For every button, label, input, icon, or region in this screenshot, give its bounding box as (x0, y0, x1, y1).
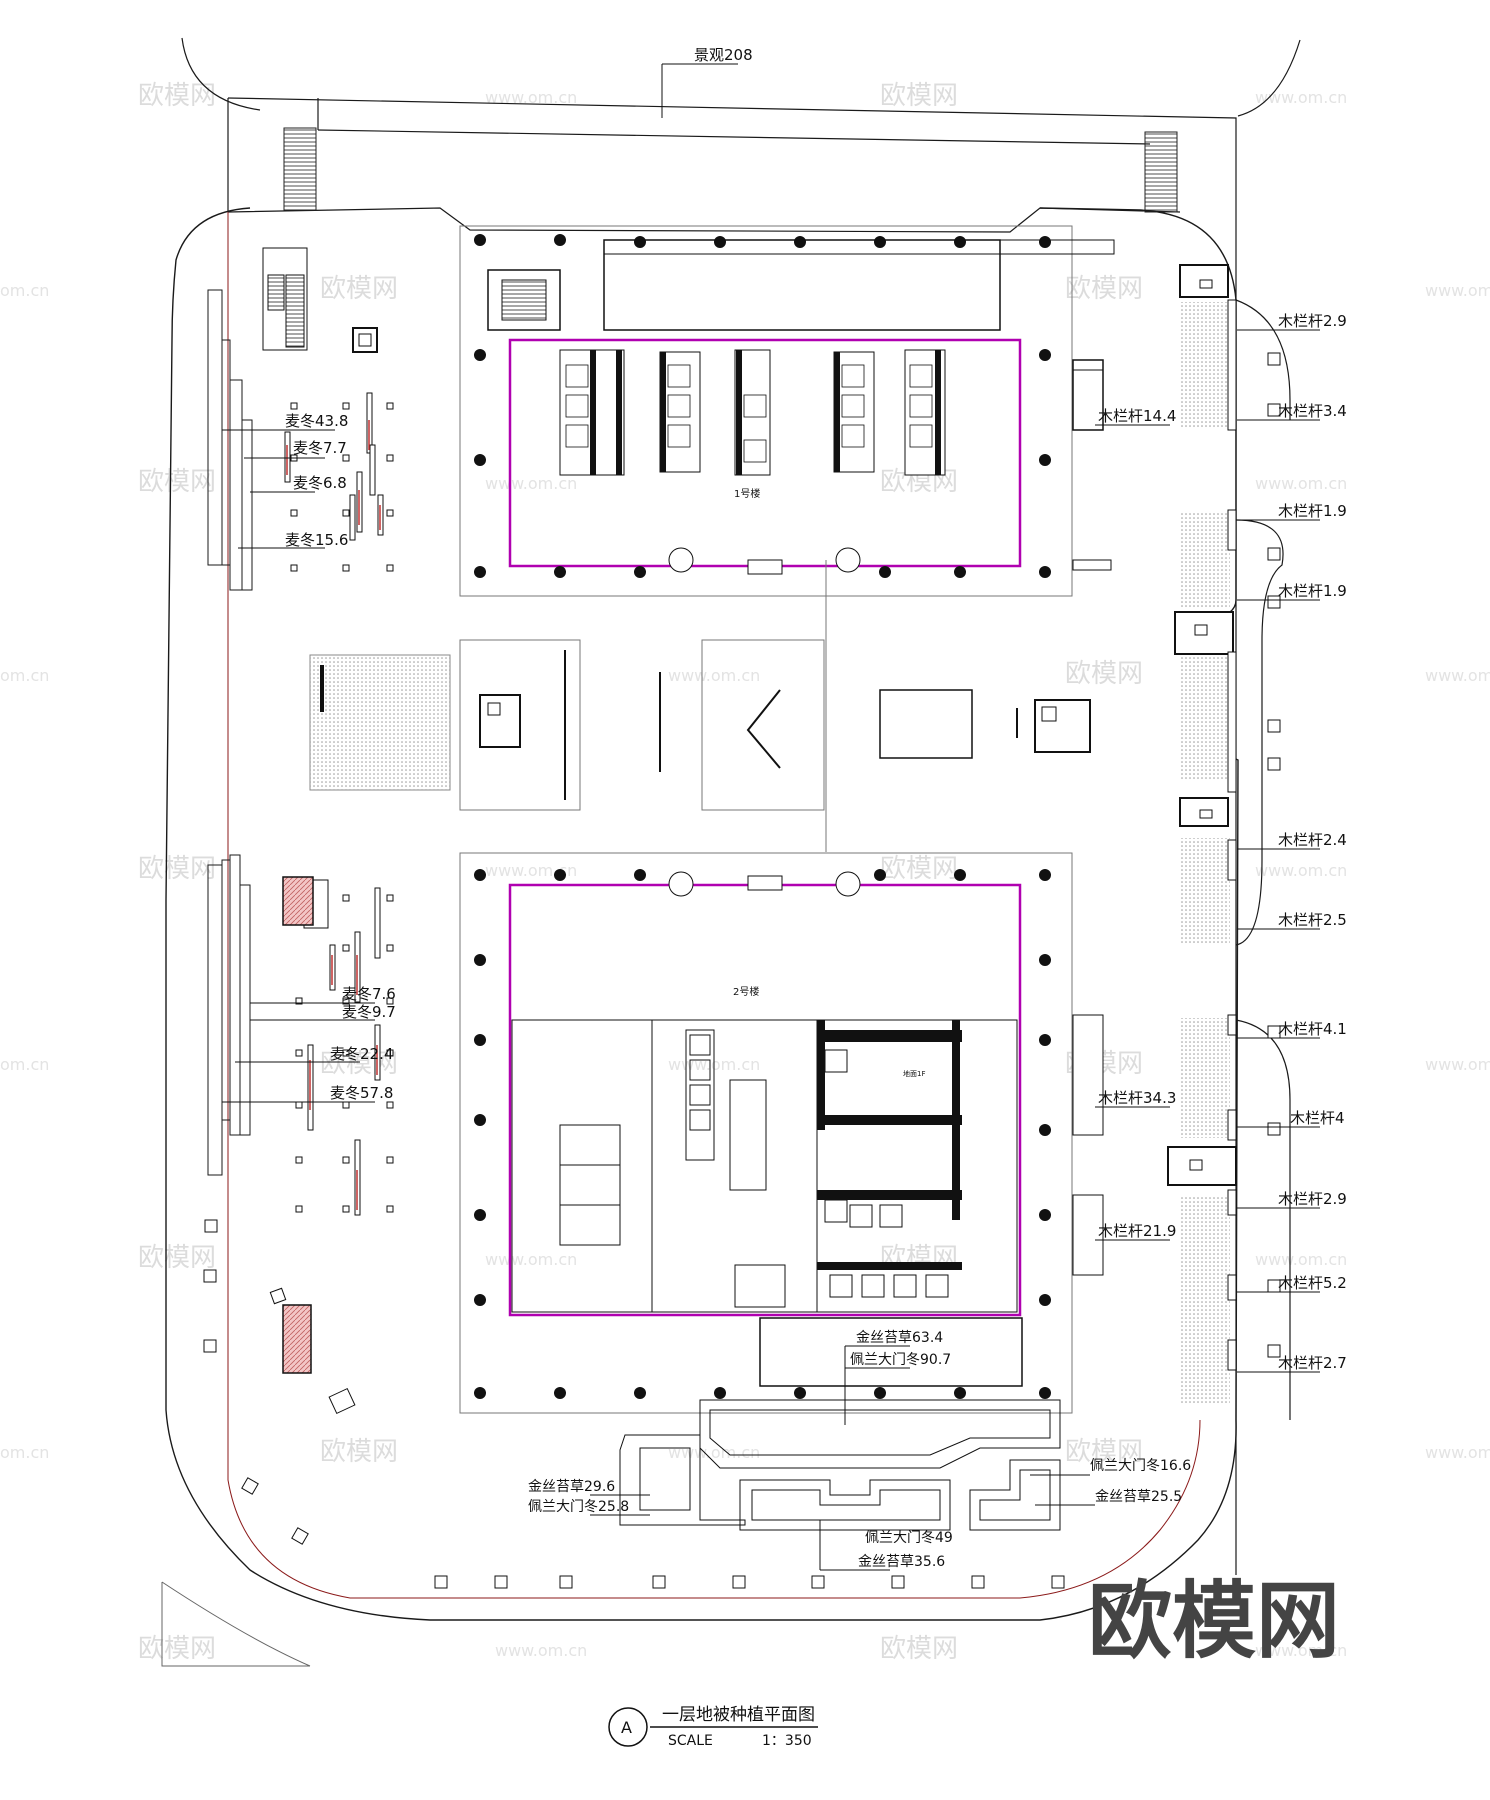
title-marker: A (621, 1718, 632, 1737)
watermark-brand: 欧模网 (1065, 274, 1143, 304)
watermark-url: www.om.cn (1255, 861, 1347, 880)
drawing-title-block: A 一层地被种植平面图 SCALE 1：350 (608, 1705, 818, 1749)
annotation-label: 木栏杆1.9 (1278, 582, 1347, 600)
west-planters (207, 289, 253, 1176)
groundcover-dotted-beds (309, 302, 1230, 1403)
annotation-label: 金丝苔草35.6 (858, 1553, 945, 1570)
scale-word: SCALE (668, 1733, 713, 1749)
annotation-label: 木栏杆2.4 (1278, 831, 1347, 849)
watermark-brand: 欧模网 (880, 854, 958, 884)
watermark-brand: 欧模网 (138, 1634, 216, 1664)
west-top-labels: 麦冬43.8 麦冬7.7 麦冬6.8 麦冬15.6 (285, 412, 348, 549)
watermark-url: www.om.cn (1425, 1443, 1490, 1462)
watermark-brand: 欧模网 (138, 81, 216, 111)
annotation-label: 麦冬57.8 (330, 1084, 393, 1102)
building-2-columns (474, 869, 1051, 1399)
west-mid-labels: 麦冬7.6 麦冬9.7 麦冬22.4 麦冬57.8 (330, 985, 396, 1102)
east-center-labels: 木栏杆14.4 木栏杆34.3 木栏杆21.9 (1098, 407, 1176, 1240)
site-inner-boundary (227, 212, 1201, 1599)
annotation-label: 麦冬9.7 (342, 1003, 396, 1021)
building-1-columns (474, 234, 1051, 578)
watermark-brand: 欧模网 (1065, 1437, 1143, 1467)
annotation-label: 金丝苔草25.5 (1095, 1488, 1182, 1505)
annotation-label: 木栏杆2.9 (1278, 312, 1347, 330)
annotation-label: 木栏杆14.4 (1098, 407, 1176, 425)
watermark-url: www.om.cn (1255, 1250, 1347, 1269)
watermark-brand: 欧模网 (880, 1634, 958, 1664)
annotation-label: 麦冬22.4 (330, 1045, 393, 1063)
watermark-url: www.om.cn (495, 1641, 587, 1660)
watermark-url: www.om.cn (485, 1250, 577, 1269)
watermark-url: www.om.cn (1255, 474, 1347, 493)
southwest-corner (161, 1581, 311, 1667)
south-labels: 金丝苔草63.4 佩兰大门冬90.7 金丝苔草29.6 佩兰大门冬25.8 佩兰… (528, 1329, 1191, 1570)
annotation-label: 木栏杆2.5 (1278, 911, 1347, 929)
east-edge-curves (1235, 299, 1291, 1420)
north-road-annotation: 景观208 (661, 46, 753, 118)
annotation-label: 佩兰大门冬16.6 (1090, 1458, 1191, 1474)
watermark-brand: 欧模网 (320, 1049, 398, 1079)
watermark-edge-url: om.cn (0, 281, 49, 300)
building-1: 1号楼 (459, 225, 1115, 597)
north-road-label: 景观208 (694, 46, 753, 64)
annotation-label: 木栏杆34.3 (1098, 1089, 1176, 1107)
watermark-url: www.om.cn (1425, 281, 1490, 300)
east-boxes (1072, 264, 1237, 1371)
watermark-layer: 欧模网 www.om.cn 欧模网 www.om.cn om.cn 欧模网 ww… (0, 81, 1490, 1664)
watermark-brand: 欧模网 (138, 467, 216, 497)
watermark-url: www.om.cn (1425, 1055, 1490, 1074)
annotation-label: 佩兰大门冬90.7 (850, 1352, 951, 1368)
annotation-label: 金丝苔草29.6 (528, 1478, 615, 1495)
annotation-label: 木栏杆2.9 (1278, 1190, 1347, 1208)
annotation-leaders (222, 329, 1320, 1571)
building-2-small-note: 地面1F (903, 1069, 925, 1078)
watermark-url: www.om.cn (668, 1443, 760, 1462)
perimeter-markers (203, 352, 1281, 1589)
south-terraces (619, 1317, 1061, 1531)
watermark-url: www.om.cn (485, 88, 577, 107)
building-1-label: 1号楼 (734, 487, 760, 500)
scale-value: 1：350 (762, 1733, 812, 1749)
annotation-label: 木栏杆4.1 (1278, 1020, 1347, 1038)
annotation-label: 木栏杆3.4 (1278, 402, 1347, 420)
watermark-edge-url: om.cn (0, 666, 49, 685)
middle-plaza (320, 560, 1091, 852)
watermark-url: www.om.cn (1255, 88, 1347, 107)
watermark-url: www.om.cn (485, 474, 577, 493)
annotation-label: 木栏杆21.9 (1098, 1222, 1176, 1240)
large-watermark: 欧模网 (1088, 1572, 1340, 1670)
watermark-brand: 欧模网 (1065, 659, 1143, 689)
annotation-label: 麦冬43.8 (285, 412, 348, 430)
annotation-label: 佩兰大门冬25.8 (528, 1499, 629, 1515)
watermark-url: www.om.cn (1425, 666, 1490, 685)
annotation-label: 金丝苔草63.4 (856, 1329, 943, 1346)
annotation-label: 麦冬15.6 (285, 531, 348, 549)
watermark-brand: 欧模网 (320, 274, 398, 304)
annotation-label: 麦冬7.6 (342, 985, 396, 1003)
annotation-label: 麦冬6.8 (293, 474, 347, 492)
watermark-brand: 欧模网 (320, 1437, 398, 1467)
entrance-stairs (283, 127, 1178, 213)
east-edge-labels: 木栏杆2.9 木栏杆3.4 木栏杆1.9 木栏杆1.9 木栏杆2.4 木栏杆2.… (1278, 312, 1347, 1372)
building-2: 2号楼 地面1F (459, 852, 1237, 1414)
annotation-label: 木栏杆1.9 (1278, 502, 1347, 520)
west-pavilions (269, 876, 356, 1415)
west-stair-block (262, 247, 378, 353)
watermark-url: www.om.cn (668, 666, 760, 685)
annotation-label: 木栏杆5.2 (1278, 1274, 1347, 1292)
watermark-brand: 欧模网 (880, 81, 958, 111)
annotation-label: 木栏杆4 (1290, 1109, 1345, 1127)
watermark-brand: 欧模网 (138, 1243, 216, 1273)
annotation-label: 佩兰大门冬49 (865, 1530, 953, 1546)
drawing-title: 一层地被种植平面图 (662, 1705, 815, 1725)
west-red-lines-top (286, 420, 381, 530)
watermark-brand: 欧模网 (138, 854, 216, 884)
building-2-label: 2号楼 (733, 985, 759, 998)
annotation-label: 麦冬7.7 (293, 439, 347, 457)
watermark-edge-url: om.cn (0, 1443, 49, 1462)
watermark-edge-url: om.cn (0, 1055, 49, 1074)
watermark-url: www.om.cn (1255, 1641, 1347, 1660)
annotation-label: 木栏杆2.7 (1278, 1354, 1347, 1372)
